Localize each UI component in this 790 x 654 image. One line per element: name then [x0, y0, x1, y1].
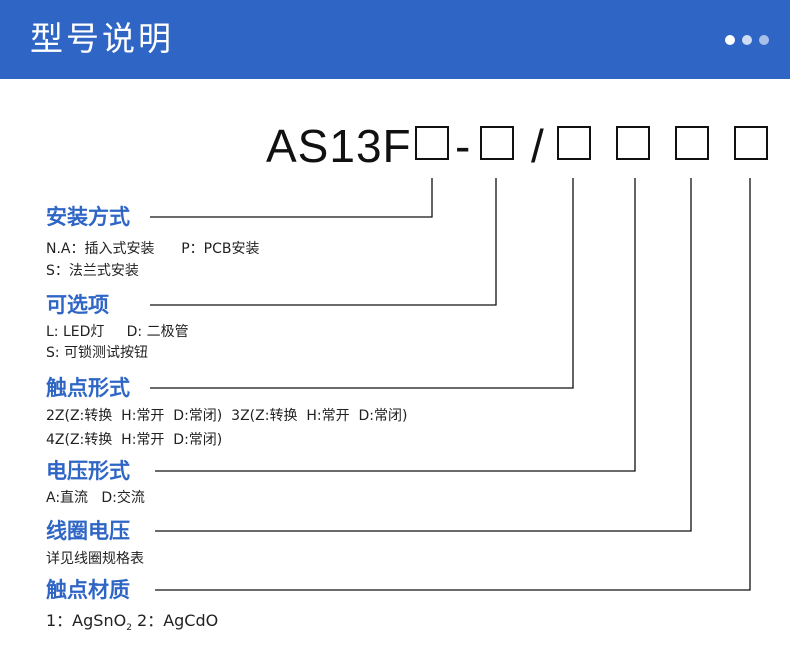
model-dash: -	[455, 120, 471, 172]
leader-line-contact-form	[150, 178, 574, 389]
section-note: 2Z(Z:转换 H:常开 D:常闭) 3Z(Z:转换 H:常开 D:常闭)	[46, 408, 408, 424]
section-note: 4Z(Z:转换 H:常开 D:常闭)	[46, 432, 223, 448]
section-title-mounting: 安装方式	[46, 205, 130, 229]
material-options: 1：AgSnO2 2：AgCdO	[46, 611, 218, 638]
page-title: 型号说明	[30, 19, 174, 58]
leader-line-coil-voltage	[155, 178, 692, 532]
header-banner: 型号说明	[0, 0, 790, 79]
section-title-option: 可选项	[46, 293, 109, 317]
section-note: S：法兰式安装	[46, 263, 139, 279]
leader-line-voltage-form	[155, 178, 636, 472]
model-box-contact-material	[734, 126, 768, 160]
pager-dot-1	[725, 35, 735, 45]
model-box-mounting	[415, 126, 449, 160]
material-option-1: 1：AgSnO	[46, 611, 127, 630]
section-note: N.A：插入式安装 P：PCB安装	[46, 241, 260, 257]
model-box-coil-voltage	[675, 126, 709, 160]
section-note: 详见线圈规格表	[46, 551, 144, 567]
material-option-2: 2：AgCdO	[131, 611, 219, 630]
material-option-1-subscript: 2	[126, 623, 132, 634]
model-box-option	[480, 126, 514, 160]
section-note: A:直流 D:交流	[46, 490, 145, 506]
section-title-voltage-form: 电压形式	[46, 459, 130, 483]
section-title-coil-voltage: 线圈电压	[46, 519, 130, 543]
model-prefix: AS13F	[266, 120, 412, 172]
model-box-voltage-form	[616, 126, 650, 160]
leader-line-option	[150, 178, 497, 306]
section-note: L: LED灯 D: 二极管	[46, 324, 189, 340]
section-title-contact-material: 触点材质	[46, 578, 130, 602]
section-note: S: 可锁测试按钮	[46, 345, 149, 361]
section-title-contact-form: 触点形式	[46, 376, 130, 400]
pager-dot-3	[759, 35, 769, 45]
model-box-contact-form	[557, 126, 591, 160]
leader-line-contact-material	[155, 178, 751, 591]
pager-dot-2	[742, 35, 752, 45]
model-slash: /	[531, 120, 544, 172]
leader-line-mounting	[150, 178, 433, 218]
